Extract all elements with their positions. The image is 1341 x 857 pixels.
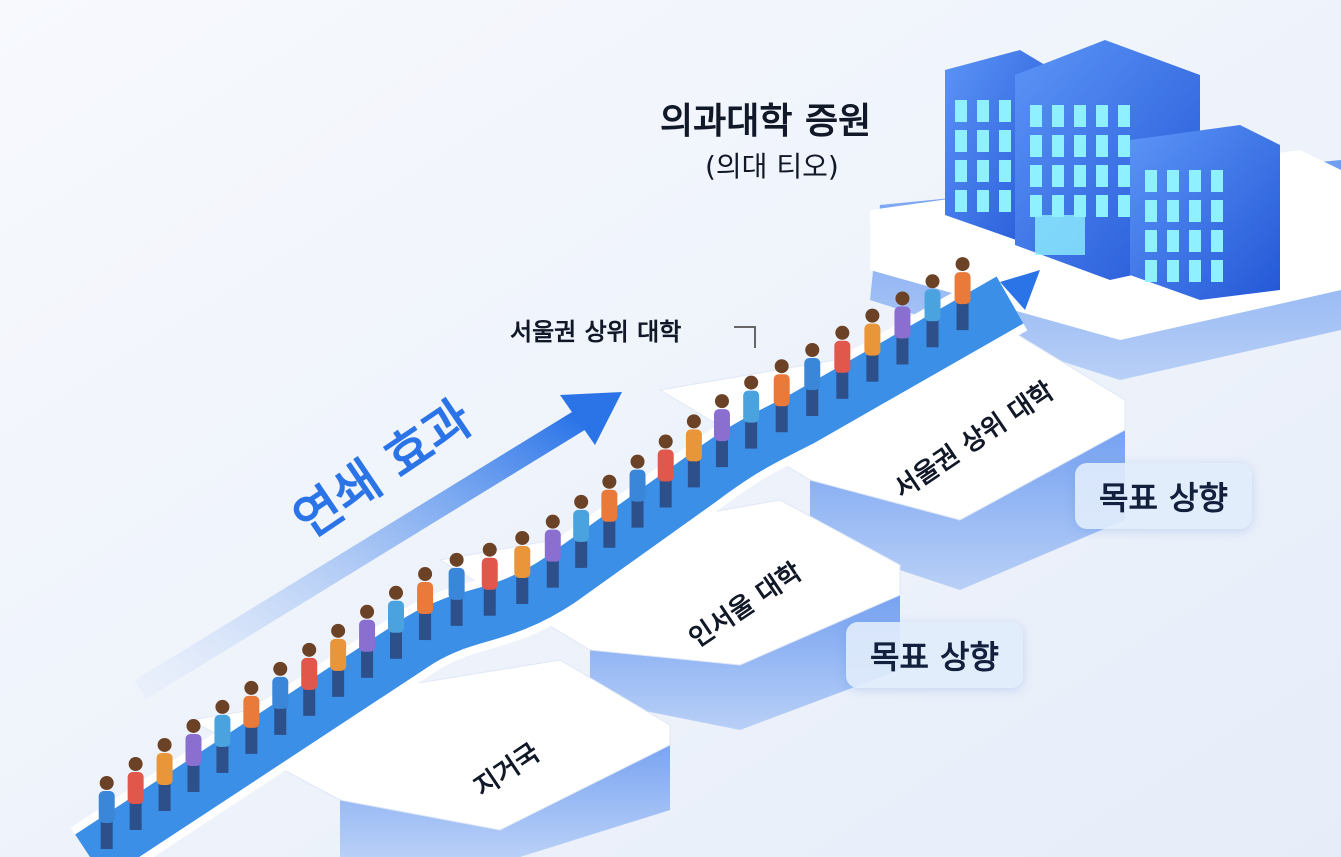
student-figure [243, 680, 260, 754]
window [999, 130, 1011, 152]
window [1052, 105, 1064, 127]
medical-school-building-icon [945, 40, 1280, 300]
student-figure [301, 642, 318, 716]
student-figure [743, 375, 760, 449]
student-figure [954, 257, 971, 331]
student-figure [156, 737, 173, 811]
window [1030, 135, 1042, 157]
goal-raise-badge-2: 목표 상향 [1075, 463, 1252, 529]
goal-raise-badge-1: 목표 상향 [846, 622, 1023, 688]
window [1096, 165, 1108, 187]
window [999, 190, 1011, 212]
path-arrowhead [1000, 270, 1040, 310]
student-figure [330, 623, 347, 697]
window [1167, 170, 1179, 192]
window [1030, 195, 1042, 217]
student-queue [98, 257, 971, 850]
window [1145, 200, 1157, 222]
window [1074, 105, 1086, 127]
student-figure [573, 494, 590, 568]
window [977, 130, 989, 152]
window [1189, 200, 1201, 222]
student-figure [804, 342, 821, 416]
window [1211, 260, 1223, 282]
window [1118, 165, 1130, 187]
student-figure [359, 604, 376, 678]
window [1118, 135, 1130, 157]
student-figure [272, 661, 289, 735]
window [999, 160, 1011, 182]
window [1096, 105, 1108, 127]
window [955, 160, 967, 182]
student-figure [185, 718, 202, 792]
student-figure [773, 359, 790, 433]
callout-line [734, 326, 756, 348]
window [1167, 200, 1179, 222]
window [1096, 135, 1108, 157]
chain-effect-arrow [134, 392, 622, 700]
student-figure [544, 514, 561, 588]
student-figure [514, 530, 531, 604]
window [977, 190, 989, 212]
student-figure [894, 291, 911, 365]
window [1052, 165, 1064, 187]
student-figure [387, 585, 404, 659]
window [999, 100, 1011, 122]
title-sub: (의대 티오) [705, 150, 839, 183]
student-figure [685, 414, 702, 488]
window [1074, 165, 1086, 187]
student-figure [657, 434, 674, 508]
window [1211, 200, 1223, 222]
student-figure [924, 274, 941, 348]
window [1145, 170, 1157, 192]
window [1189, 230, 1201, 252]
window [1145, 260, 1157, 282]
window [1167, 230, 1179, 252]
window [1052, 195, 1064, 217]
window [1211, 170, 1223, 192]
window [1030, 105, 1042, 127]
window [1096, 195, 1108, 217]
window [1030, 165, 1042, 187]
window [1167, 260, 1179, 282]
student-figure [417, 567, 434, 641]
window [1189, 170, 1201, 192]
student-figure [214, 699, 231, 773]
title-main: 의과대학 증원 [660, 101, 872, 142]
window [1211, 230, 1223, 252]
window [977, 100, 989, 122]
window [1189, 260, 1201, 282]
window [1118, 195, 1130, 217]
window [977, 160, 989, 182]
student-figure [481, 542, 498, 616]
student-figure [601, 474, 618, 548]
student-figure [98, 776, 115, 850]
window [1118, 105, 1130, 127]
window [1052, 135, 1064, 157]
student-figure [629, 454, 646, 528]
student-figure [127, 756, 144, 830]
student-figure [834, 325, 851, 399]
window [955, 190, 967, 212]
callout-label: 서울권 상위 대학 [510, 318, 682, 346]
student-figure [713, 394, 730, 468]
window [955, 130, 967, 152]
student-figure [448, 552, 465, 626]
window [1145, 230, 1157, 252]
window [1074, 135, 1086, 157]
student-figure [864, 308, 881, 382]
window [955, 100, 967, 122]
window [1074, 195, 1086, 217]
